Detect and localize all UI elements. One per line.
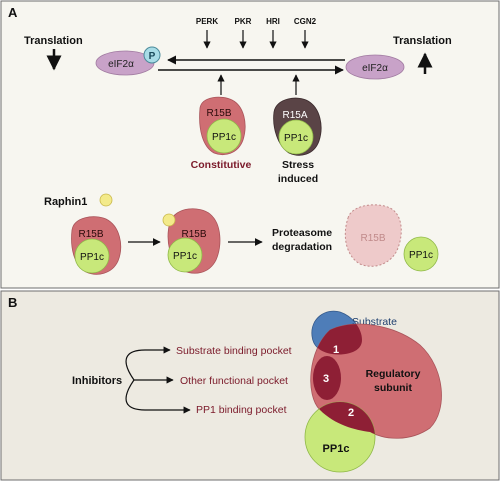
step1-pp1c-label: PP1c	[80, 252, 104, 263]
proteasome-label-line2: degradation	[272, 241, 332, 253]
pp1c-circle-stress	[278, 119, 314, 155]
other-functional-pocket-region	[313, 356, 341, 400]
other-pocket-label: Other functional pocket	[180, 375, 288, 387]
substrate-pocket-label: Substrate binding pocket	[176, 345, 292, 357]
phospho-label: P	[149, 51, 156, 62]
inhibitors-label: Inhibitors	[72, 375, 122, 387]
kinase-cgn2: CGN2	[294, 17, 317, 26]
stress-label-line1: Stress	[282, 159, 314, 171]
translation-right-label: Translation	[393, 35, 452, 47]
pp1c-label-constitutive: PP1c	[212, 132, 236, 143]
kinase-perk: PERK	[196, 17, 218, 26]
pp1-pocket-label: PP1 binding pocket	[196, 404, 287, 416]
proteasome-label-line1: Proteasome	[272, 227, 332, 239]
raphin1-label: Raphin1	[44, 196, 87, 208]
free-pp1c-circle	[403, 236, 439, 272]
step2-pp1c-label: PP1c	[173, 251, 197, 262]
panel-b: B Inhibitors Substrate binding pocket Ot…	[0, 290, 500, 481]
raphin1-molecule	[99, 193, 113, 207]
step1-r15b-label: R15B	[78, 229, 103, 240]
eif2a-oval	[345, 54, 405, 80]
step1-pp1c-circle	[74, 238, 110, 274]
regulatory-label-line2: subunit	[374, 382, 412, 394]
stress-label-line2: induced	[278, 173, 318, 185]
panel-a-label: A	[8, 5, 18, 20]
step2-pp1c-circle	[167, 237, 203, 273]
translation-left-label: Translation	[24, 35, 83, 47]
step2-r15b-label: R15B	[181, 229, 206, 240]
kinase-pkr: PKR	[235, 17, 252, 26]
eif2a-label: eIF2α	[362, 63, 388, 74]
pocket-number-3: 3	[323, 373, 329, 385]
pp1c-label-stress: PP1c	[284, 133, 308, 144]
kinase-hri: HRI	[266, 17, 280, 26]
pp1-binding-pocket-region	[310, 402, 375, 439]
constitutive-label: Constitutive	[191, 159, 252, 171]
degraded-r15b-shape	[344, 204, 402, 267]
arrow-to-pp1-pocket	[125, 379, 191, 414]
panel-b-label: B	[8, 295, 17, 310]
degraded-r15b-label: R15B	[360, 233, 385, 244]
pp1c-label-panel-b: PP1c	[323, 443, 350, 455]
arrow-to-substrate-pocket	[125, 346, 171, 381]
substrate-pocket-region	[311, 324, 362, 355]
r15a-label: R15A	[282, 110, 307, 121]
regulatory-label-line1: Regulatory	[366, 368, 421, 380]
free-pp1c-label: PP1c	[409, 250, 433, 261]
r15b-label: R15B	[206, 108, 231, 119]
pocket-number-1: 1	[333, 344, 339, 356]
phospho-circle	[143, 46, 161, 64]
step2-raphin1-molecule	[162, 213, 176, 227]
panel-a: A Translation eIF2α P PERK PKR HRI CGN2 …	[0, 0, 500, 289]
eif2a-phospho-label: eIF2α	[108, 59, 134, 70]
pp1c-circle-constitutive	[206, 118, 242, 154]
pocket-number-2: 2	[348, 407, 354, 419]
